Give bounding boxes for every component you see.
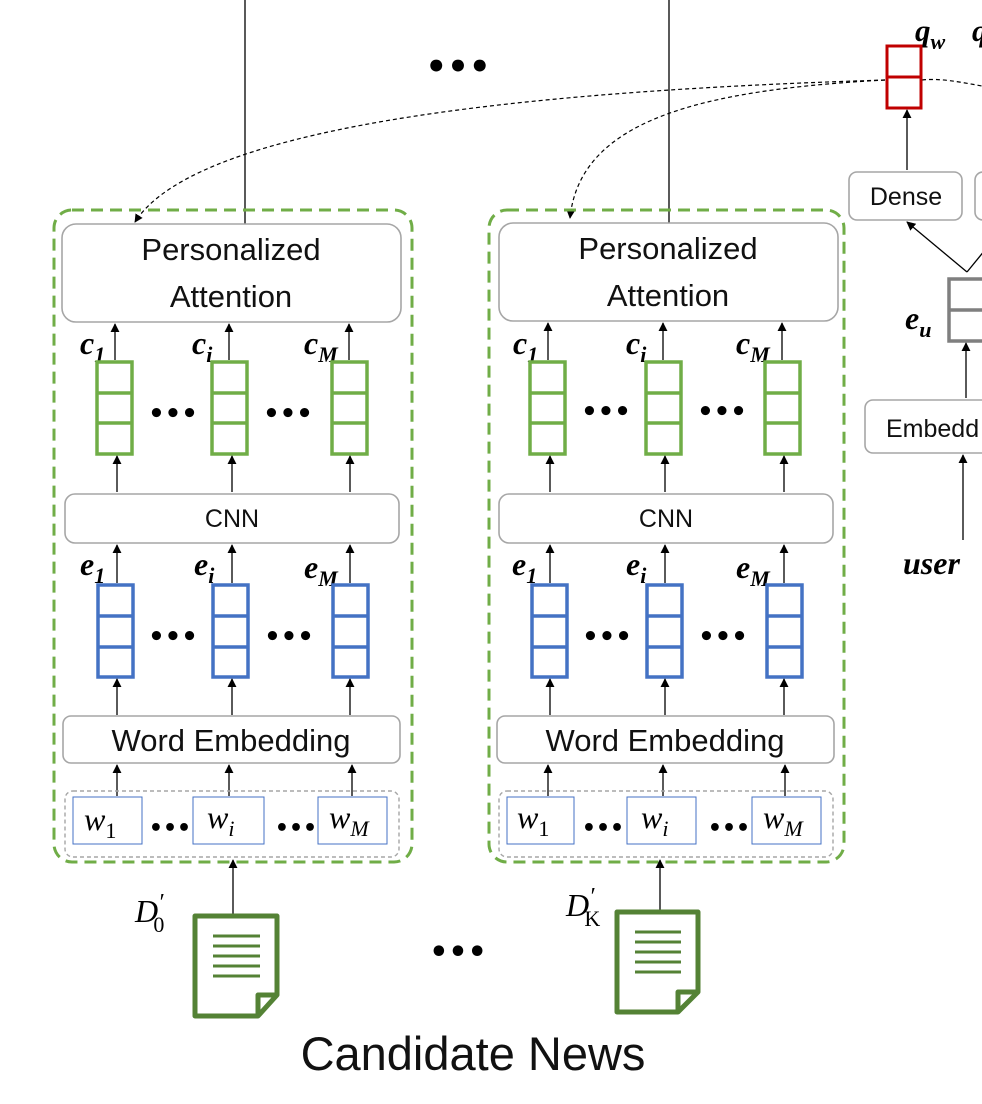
svg-text:•••: ••• (582, 622, 632, 652)
user-label: user (903, 545, 960, 581)
word-token-i (626, 796, 697, 845)
news-encoder-panel-left: Personalized Attention c1 ci cM ••• ••• … (52, 208, 414, 1019)
cnn-box (64, 493, 400, 544)
eu-label: eu (905, 300, 931, 342)
ci-label: ci (626, 325, 647, 367)
word-vector-i (645, 583, 684, 679)
e1-label: e1 (80, 546, 105, 588)
svg-text:•••: ••• (275, 816, 317, 841)
document-icon (192, 913, 280, 1019)
word-token-1 (72, 796, 143, 845)
cnn-output-vector-m (763, 360, 802, 456)
svg-text:•••: ••• (264, 622, 314, 652)
svg-text:•••: ••• (697, 397, 747, 427)
word-token-m (751, 796, 822, 845)
cnn-label: CNN (639, 505, 693, 533)
svg-text:•••: ••• (263, 399, 313, 429)
attention-label-line2: Attention (170, 279, 292, 314)
svg-text:•••: ••• (149, 816, 191, 841)
caption: Candidate News (301, 1027, 646, 1080)
svg-text:q: q (972, 13, 982, 48)
query-arrow-left (134, 79, 886, 223)
cnn-output-vector-m (330, 360, 369, 456)
word-token-1 (506, 796, 575, 845)
svg-text:wi: wi (207, 799, 234, 841)
query-line-out (921, 78, 982, 87)
user-embedding-vector (947, 277, 982, 343)
word-embedding-box (62, 715, 401, 764)
user-query-branch: qw q Dense eu Embedd user (848, 13, 982, 581)
svg-text:•••: ••• (148, 399, 198, 429)
doc-label-left: D′0 (134, 890, 164, 937)
user-embedding-label: Embedd (886, 415, 979, 443)
dense-label: Dense (870, 183, 942, 211)
attention-label-line1: Personalized (578, 231, 757, 266)
svg-text:•••: ••• (698, 622, 748, 652)
word-embedding-label: Word Embedding (112, 723, 351, 758)
word-embedding-box (496, 715, 835, 764)
cnn-output-vector-1 (95, 360, 134, 456)
query-arrow-right (566, 79, 886, 219)
c1-label: c1 (513, 325, 538, 367)
svg-text:•••: ••• (148, 622, 198, 652)
word-vector-i (211, 583, 250, 679)
c1-label: c1 (80, 325, 105, 367)
svg-text:•••: ••• (708, 816, 750, 841)
word-token-m (317, 796, 388, 845)
news-encoder-panel-right: Personalized Attention c1 ci cM ••• ••• … (487, 208, 846, 1015)
svg-text:w1: w1 (517, 799, 549, 841)
word-vector-m (765, 583, 804, 679)
attention-label-line2: Attention (607, 278, 729, 313)
ei-label: ei (626, 546, 647, 588)
dense-box-2 (974, 171, 982, 221)
user-embedding-box (864, 399, 982, 454)
dense-box (848, 171, 963, 221)
svg-text:•••: ••• (581, 397, 631, 427)
personalized-attention-box (498, 222, 839, 322)
cnn-label: CNN (205, 505, 259, 533)
word-vector-m (331, 583, 370, 679)
e1-label: e1 (512, 546, 537, 588)
cnn-box (498, 493, 834, 544)
word-embedding-label: Word Embedding (546, 723, 785, 758)
top-ellipsis: ••• (425, 47, 490, 87)
word-token-i (192, 796, 265, 845)
document-icon (614, 909, 701, 1015)
qw-label: qw (915, 13, 946, 54)
word-vector-1 (530, 583, 569, 679)
cnn-output-vector-i (210, 360, 249, 456)
ei-label: ei (194, 546, 215, 588)
svg-text:•••: ••• (582, 816, 624, 841)
panel-border (52, 208, 414, 864)
docs-ellipsis: ••• (429, 935, 487, 970)
svg-text:w1: w1 (84, 801, 116, 843)
personalized-attention-box (61, 223, 402, 323)
doc-label-right: D′K (565, 884, 600, 931)
cnn-output-vector-1 (528, 360, 567, 456)
query-vector (885, 44, 923, 110)
svg-text:wM: wM (329, 799, 370, 841)
word-vector-1 (96, 583, 135, 679)
svg-text:wM: wM (763, 799, 804, 841)
em-label: eM (304, 549, 339, 591)
panel-border (487, 208, 846, 864)
ci-label: ci (192, 325, 213, 367)
cnn-output-vector-i (644, 360, 683, 456)
svg-text:wi: wi (641, 799, 668, 841)
attention-label-line1: Personalized (141, 232, 320, 267)
